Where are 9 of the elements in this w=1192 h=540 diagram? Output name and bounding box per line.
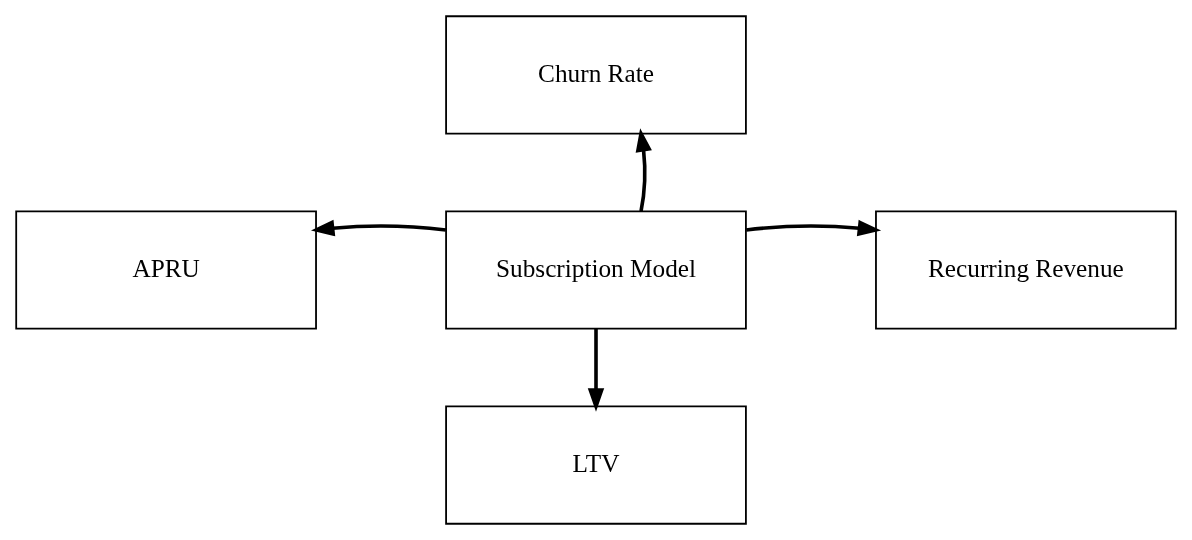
arrow bbox=[587, 328, 605, 412]
node-box: Subscription Model bbox=[445, 210, 747, 330]
node-box: Churn Rate bbox=[445, 15, 747, 135]
node-box: LTV bbox=[445, 405, 747, 525]
node-box: Recurring Revenue bbox=[875, 210, 1177, 330]
node-box: APRU bbox=[15, 210, 317, 330]
arrow bbox=[635, 128, 652, 212]
arrow bbox=[746, 219, 882, 237]
arrow bbox=[311, 219, 447, 237]
